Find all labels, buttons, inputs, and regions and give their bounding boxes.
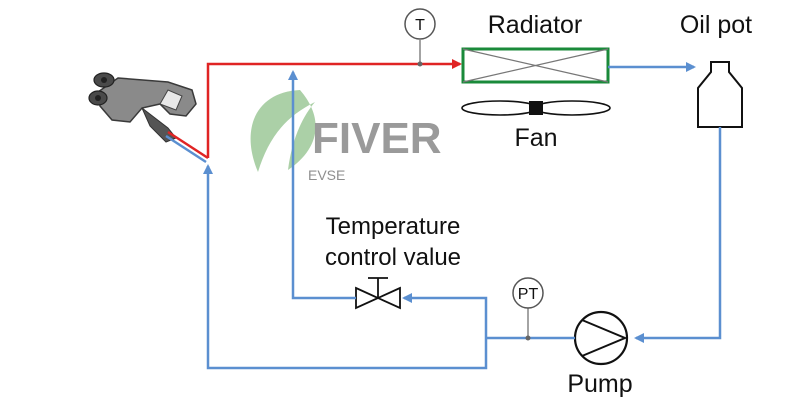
return-line [203, 164, 488, 370]
temperature-control-valve: Temperature control value [325, 213, 461, 310]
temperature-sensor: T [404, 8, 436, 67]
hot-coolant-line [206, 59, 462, 158]
valve-label-line2: control value [325, 244, 461, 271]
fan-label: Fan [514, 124, 557, 152]
junction-to-valve-line [402, 293, 488, 338]
valve-bypass-line [288, 70, 356, 300]
fan: Fan [461, 100, 611, 152]
fiver-evse-watermark: FIVER EVSE [250, 90, 442, 183]
evse-brand-text: EVSE [308, 167, 345, 183]
fiver-leaf-logo [250, 90, 316, 172]
pump: Pump [567, 310, 633, 398]
charging-connector-icon [88, 72, 209, 164]
oil-pot-label: Oil pot [680, 11, 752, 39]
radiator-label: Radiator [488, 11, 583, 39]
pt-sensor-label: PT [518, 286, 539, 303]
fiver-brand-text: FIVER [312, 114, 442, 163]
pressure-temperature-sensor: PT [512, 277, 544, 341]
pump-label: Pump [567, 370, 632, 398]
oil-pot: Oil pot [680, 11, 752, 128]
valve-label-line1: Temperature [326, 213, 461, 240]
oilpot-to-pump-line [634, 127, 722, 343]
temperature-sensor-label: T [415, 17, 425, 34]
radiator: Radiator [461, 11, 610, 84]
